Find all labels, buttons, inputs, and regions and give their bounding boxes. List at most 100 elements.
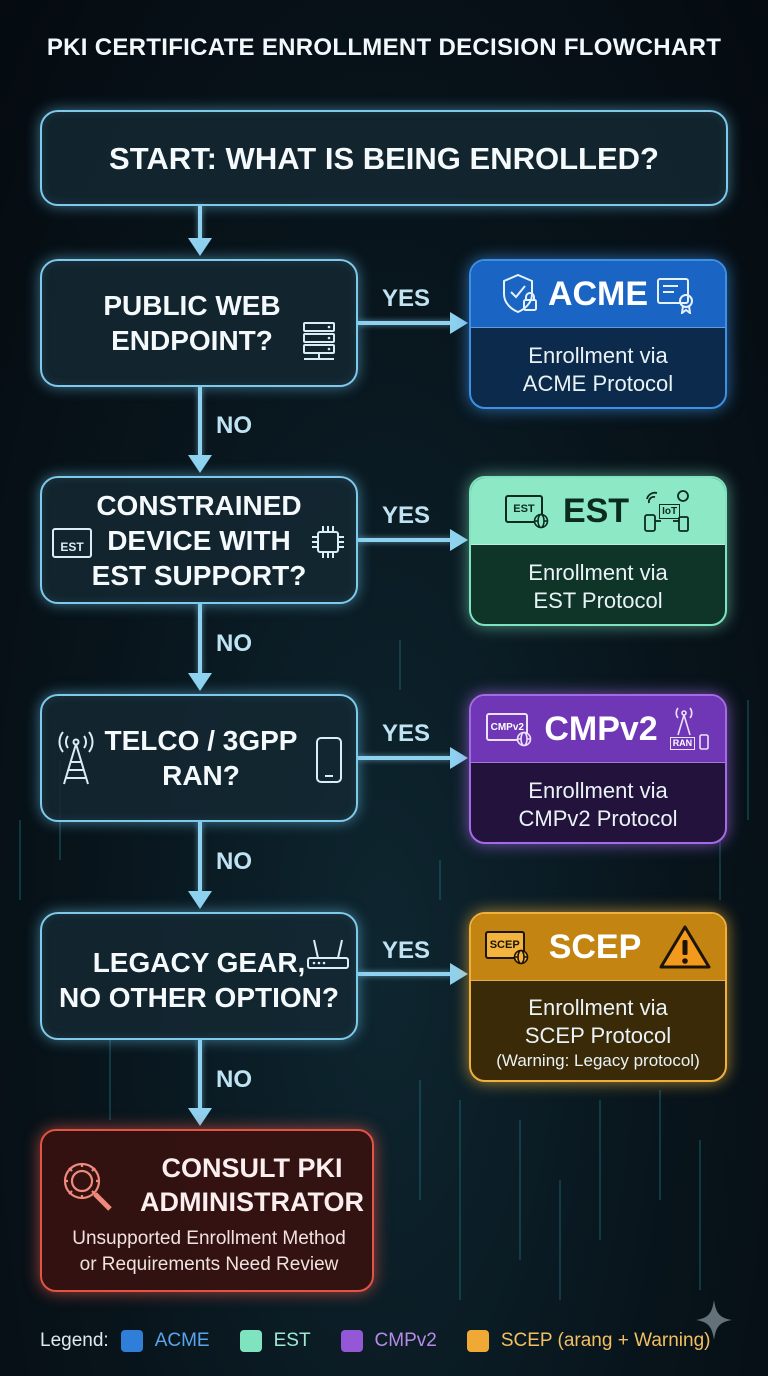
legacy-warning-text: (Warning: Legacy protocol) <box>496 1051 700 1070</box>
cmpv2-window-icon: CMPv2 <box>486 709 532 749</box>
consult-body-line: or Requirements Need Review <box>79 1254 339 1275</box>
result-line: Enrollment via <box>528 560 668 585</box>
connector-q2-q3 <box>198 604 202 675</box>
result-header: EST EST IoT <box>471 478 725 545</box>
server-rack-icon <box>303 322 335 360</box>
connector-q4-consult <box>198 1040 202 1110</box>
arrow-head <box>450 963 468 985</box>
scep-badge: SCEP <box>484 931 525 959</box>
start-label: START: WHAT IS BEING ENROLLED? <box>109 140 659 176</box>
result-line: SCEP Protocol <box>524 1023 672 1048</box>
globe-icon <box>513 949 529 965</box>
yes-label: YES <box>382 502 431 529</box>
legend-swatch <box>239 1330 262 1352</box>
yes-label: YES <box>382 937 431 964</box>
question-constrained-device: CONSTRAINED DEVICE WITH EST SUPPORT? EST <box>40 476 358 604</box>
shield-lock-icon <box>502 273 537 314</box>
result-cmpv2: CMPv2 CMPv2 RAN Enrollment via CMPv2 Pro… <box>469 694 727 844</box>
consult-body-line: Unsupported Enrollment Method <box>72 1228 346 1249</box>
sparkle-icon <box>696 1300 732 1340</box>
question-line: LEGACY GEAR, <box>92 947 306 978</box>
result-line: EST Protocol <box>533 588 663 613</box>
legend-label: EST <box>273 1330 311 1351</box>
result-acme: ACME Enrollment via ACME Protocol <box>469 259 727 409</box>
result-header: CMPv2 CMPv2 RAN <box>471 696 725 763</box>
result-title: CMPv2 <box>544 709 658 748</box>
question-line: RAN? <box>162 760 240 791</box>
ran-badge: RAN <box>669 737 696 750</box>
yes-label: YES <box>382 285 431 312</box>
arrow-head <box>188 891 212 909</box>
result-est: EST EST IoT Enrollment via EST Protocol <box>469 476 727 626</box>
gear-magnifier-icon <box>63 1162 112 1211</box>
no-label: NO <box>216 630 252 657</box>
legend-prefix: Legend: <box>40 1330 109 1351</box>
est-badge: EST <box>504 495 543 523</box>
no-label: NO <box>216 848 252 875</box>
scep-window-icon: SCEP <box>484 927 531 967</box>
connector-q4-scep <box>358 972 452 976</box>
arrow-head <box>188 1108 212 1126</box>
iot-network-icon: IoT <box>643 489 691 533</box>
result-scep: SCEP SCEP Enrollment via SCEP Protocol (… <box>469 912 727 1082</box>
legend-swatch <box>340 1330 363 1352</box>
question-legacy-gear: LEGACY GEAR, NO OTHER OPTION? <box>40 912 358 1040</box>
question-line: NO OTHER OPTION? <box>59 982 339 1013</box>
arrow-head <box>450 747 468 769</box>
connector-start-q1 <box>198 206 202 240</box>
legend-item-acme: ACME <box>120 1330 210 1352</box>
start-node: START: WHAT IS BEING ENROLLED? <box>40 110 728 206</box>
est-badge: EST <box>60 540 84 554</box>
est-window-icon: EST <box>504 493 549 529</box>
page-title: PKI CERTIFICATE ENROLLMENT DECISION FLOW… <box>46 34 722 61</box>
legend-label: ACME <box>154 1330 210 1351</box>
no-label: NO <box>216 1066 252 1093</box>
question-line: TELCO / 3GPP <box>104 725 298 756</box>
arrow-head <box>188 673 212 691</box>
legend: Legend: ACME EST CMPv2 SCEP (arang + War… <box>40 1326 710 1356</box>
legend-label: SCEP (arang + Warning) <box>500 1330 711 1351</box>
arrow-head <box>188 455 212 473</box>
result-line: Enrollment via <box>528 995 668 1020</box>
question-line: PUBLIC WEB <box>103 290 281 321</box>
connector-q1-q2 <box>198 387 202 457</box>
legend-swatch <box>466 1330 489 1352</box>
legend-swatch <box>120 1330 143 1352</box>
result-title: SCEP <box>548 927 642 966</box>
question-public-web-endpoint: PUBLIC WEB ENDPOINT? <box>40 259 358 387</box>
connector-q2-est <box>358 538 452 542</box>
legend-item-est: EST <box>239 1330 311 1352</box>
question-line: CONSTRAINED <box>96 489 302 521</box>
ran-tower-icon: RAN <box>669 705 710 753</box>
warning-icon <box>659 925 711 969</box>
consult-title-line: CONSULT PKI <box>161 1153 343 1183</box>
yes-label: YES <box>382 720 431 747</box>
certificate-icon <box>657 278 694 314</box>
chip-icon <box>312 526 344 558</box>
question-line: EST SUPPORT? <box>91 559 307 591</box>
arrow-head <box>188 238 212 256</box>
legend-item-scep: SCEP (arang + Warning) <box>466 1330 711 1352</box>
result-title: ACME <box>547 274 649 313</box>
connector-q3-cmpv2 <box>358 756 452 760</box>
router-icon <box>307 939 349 969</box>
result-line: Enrollment via <box>528 778 668 803</box>
smartphone-icon <box>316 737 342 783</box>
iot-devices-icon <box>644 490 689 532</box>
arrow-head <box>450 529 468 551</box>
result-line: ACME Protocol <box>522 371 674 396</box>
legend-item-cmpv2: CMPv2 <box>340 1330 437 1352</box>
cmpv2-badge: CMPv2 <box>486 713 529 741</box>
no-label: NO <box>216 412 252 439</box>
consult-administrator-node: CONSULT PKI ADMINISTRATOR Unsupported En… <box>40 1129 374 1292</box>
result-line: Enrollment via <box>528 343 668 368</box>
question-line: DEVICE WITH <box>107 524 291 556</box>
est-window-icon: EST <box>52 528 92 558</box>
result-header: ACME <box>471 261 725 328</box>
connector-q3-q4 <box>198 822 202 893</box>
consult-title-line: ADMINISTRATOR <box>140 1187 364 1217</box>
connector-q1-acme <box>358 321 452 325</box>
result-line: CMPv2 Protocol <box>518 806 678 831</box>
result-header: SCEP SCEP <box>471 914 725 981</box>
result-title: EST <box>562 491 630 530</box>
